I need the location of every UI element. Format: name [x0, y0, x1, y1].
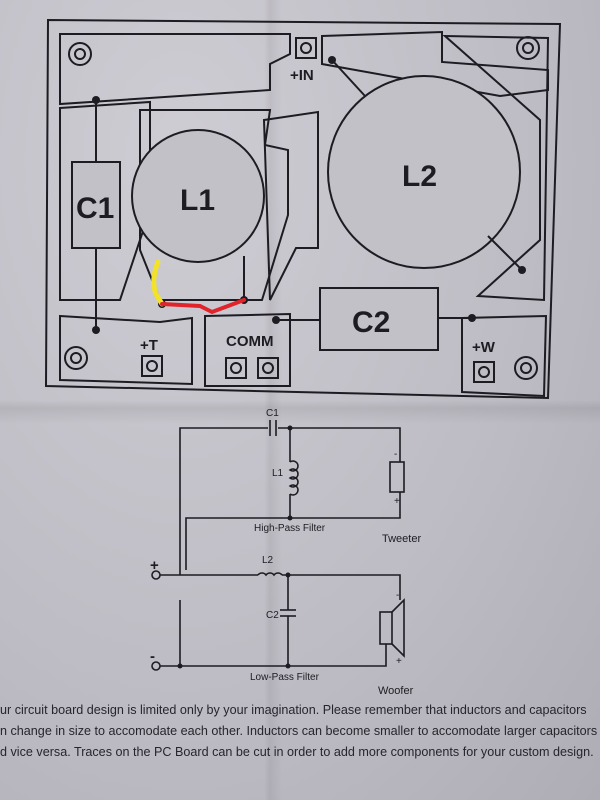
- board-label-c1: C1: [76, 192, 114, 225]
- terminal-pad-comm-2: [257, 357, 279, 379]
- pcb-trace-comm: [204, 312, 291, 387]
- terminal-pad-w: [473, 361, 495, 383]
- terminal-pad-comm-1: [225, 357, 247, 379]
- schematic-label-l2: L2: [262, 555, 274, 566]
- schematic-junction-5: [177, 663, 183, 669]
- pcb-trace-center: [262, 110, 319, 301]
- schematic-label-tweeter-plus: +: [394, 496, 400, 507]
- terminal-pad-t: [141, 355, 163, 377]
- pcb-trace-l1: [139, 109, 289, 301]
- pcb-trace-bottom-right: [461, 314, 548, 398]
- red-wire-mark: [160, 298, 246, 315]
- board-label-in: +IN: [290, 67, 314, 84]
- schematic-input-plus: [151, 570, 161, 580]
- schematic-label-low-pass: Low-Pass Filter: [250, 672, 320, 683]
- board-label-t: +T: [140, 337, 158, 354]
- schematic-woofer-body: [379, 611, 393, 645]
- l2-lead-top: [331, 59, 366, 97]
- yellow-wire-mark: [151, 259, 165, 307]
- schematic-junction-4: [285, 663, 291, 669]
- pcb-trace-top-left: [59, 33, 291, 106]
- solder-point-c2-right: [468, 314, 476, 322]
- l1-coil: [131, 129, 265, 263]
- c1-body: [71, 161, 121, 249]
- terminal-pad-in: [295, 37, 317, 59]
- schematic-l2-coil: [257, 572, 283, 577]
- schematic-wire-lp-bottom: [160, 644, 387, 667]
- solder-point-c1-bottom: [92, 326, 100, 334]
- schematic-junction-1: [287, 425, 293, 431]
- board-label-l1: L1: [180, 184, 215, 217]
- mounting-hole-bottom-right: [514, 356, 538, 380]
- schematic-junction-3: [285, 572, 291, 578]
- mounting-hole-top-left: [68, 42, 92, 66]
- pcb-trace-left: [59, 100, 151, 301]
- c2-body: [319, 287, 439, 351]
- schematic-woofer-cone: [391, 598, 405, 658]
- schematic-label-woofer-plus: +: [396, 656, 402, 667]
- schematic-label-woofer-minus: -: [396, 590, 399, 601]
- schematic-junction-2: [287, 515, 293, 521]
- schematic-label-minus: -: [150, 648, 155, 665]
- board-label-w: +W: [472, 339, 496, 356]
- pcb-outline: [44, 18, 562, 400]
- board-label-l2: L2: [402, 160, 437, 193]
- board-label-comm: COMM: [226, 333, 274, 350]
- solder-point-l2-top: [328, 56, 336, 64]
- schematic-label-c1: C1: [266, 408, 279, 419]
- schematic-label-l1: L1: [272, 468, 284, 479]
- schematic-label-c2: C2: [266, 610, 279, 621]
- solder-point-c2-left: [272, 316, 280, 324]
- schematic-label-tweeter: Tweeter: [382, 533, 421, 545]
- solder-point-c1-top: [92, 96, 100, 104]
- schematic-l1-coil: [288, 460, 299, 496]
- board-label-c2: C2: [352, 306, 390, 339]
- pcb-trace-bottom-left: [59, 314, 193, 386]
- solder-point-l2-bottom: [518, 266, 526, 274]
- mounting-hole-top-right: [516, 36, 540, 60]
- schematic-tweeter-body: [389, 461, 405, 493]
- pcb-trace-right: [442, 34, 550, 302]
- schematic-wire-hp-top: [179, 427, 268, 575]
- schematic-label-woofer: Woofer: [378, 685, 414, 697]
- l2-coil: [327, 75, 521, 269]
- schematic-wire-hp-top-right: [278, 427, 401, 462]
- schematic-wire-hp-bottom: [185, 492, 401, 570]
- schematic-input-minus: [151, 661, 161, 671]
- schematic-label-tweeter-minus: -: [394, 449, 397, 460]
- schematic-label-plus: +: [150, 557, 159, 574]
- mounting-hole-bottom-left: [64, 346, 88, 370]
- note-line-2: n change in size to accomodate each othe…: [0, 724, 598, 738]
- note-line-1: ur circuit board design is limited only …: [0, 703, 587, 717]
- schematic-label-high-pass: High-Pass Filter: [254, 523, 326, 534]
- schematic-wire-lp-top: [282, 574, 401, 600]
- l2-lead-bottom: [487, 235, 523, 271]
- note-line-3: d vice versa. Traces on the PC Board can…: [0, 745, 594, 759]
